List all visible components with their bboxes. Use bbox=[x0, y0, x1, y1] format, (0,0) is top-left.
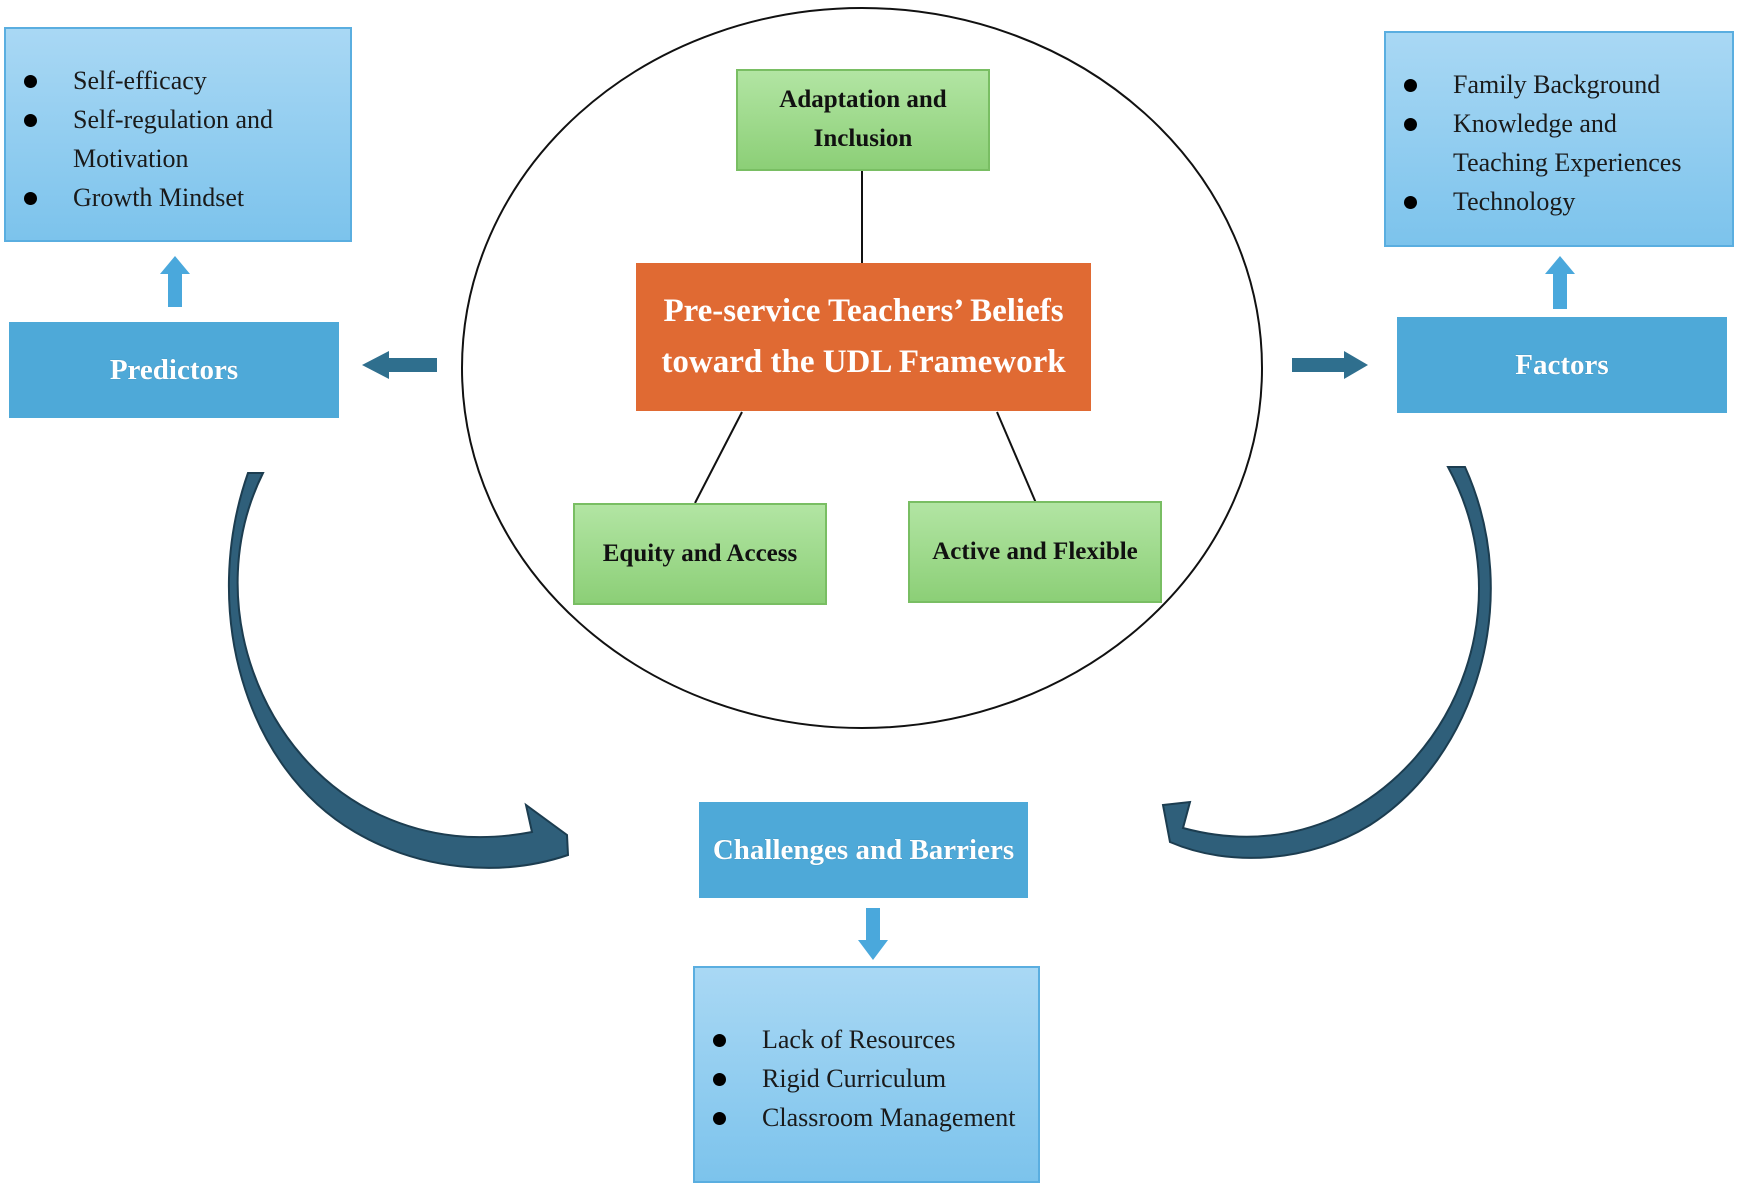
factors-label: Factors bbox=[1515, 348, 1609, 381]
equity-access-box: Equity and Access bbox=[573, 503, 827, 605]
curved-arrow-left bbox=[227, 472, 570, 869]
challenges-box: Challenges and Barriers bbox=[699, 802, 1028, 898]
list-item: Growth Mindset bbox=[6, 178, 350, 217]
predictors-label: Predictors bbox=[109, 353, 239, 386]
challenges-list: Lack of Resources Rigid Curriculum Class… bbox=[695, 1020, 1038, 1137]
list-item: Knowledge and bbox=[1386, 104, 1732, 143]
bullet-icon bbox=[1404, 118, 1417, 131]
predictors-list-box: Self-efficacy Self-regulation and Motiva… bbox=[4, 27, 352, 242]
connector-left bbox=[694, 411, 743, 504]
central-title-line1: Pre-service Teachers’ Beliefs bbox=[663, 292, 1064, 329]
challenges-list-box: Lack of Resources Rigid Curriculum Class… bbox=[693, 966, 1040, 1183]
list-item: Classroom Management bbox=[695, 1098, 1038, 1137]
list-item: Rigid Curriculum bbox=[695, 1059, 1038, 1098]
factors-list: Family Background Knowledge and Teaching… bbox=[1386, 65, 1732, 221]
central-title-line2: toward the UDL Framework bbox=[661, 344, 1066, 380]
factors-list-box: Family Background Knowledge and Teaching… bbox=[1384, 31, 1734, 247]
bullet-icon bbox=[24, 75, 37, 88]
challenges-label: Challenges and Barriers bbox=[712, 833, 1015, 866]
bullet-icon bbox=[713, 1112, 726, 1125]
list-item: Family Background bbox=[1386, 65, 1732, 104]
bullet-icon bbox=[24, 114, 37, 127]
bullet-icon bbox=[1404, 196, 1417, 209]
list-item: Self-regulation and bbox=[6, 100, 350, 139]
arrow-left-to-predictors bbox=[362, 351, 437, 379]
bullet-icon bbox=[1404, 79, 1417, 92]
adaptation-line1: Adaptation and bbox=[779, 86, 947, 114]
adaptation-line2: Inclusion bbox=[813, 125, 913, 152]
list-item: Self-efficacy bbox=[6, 61, 350, 100]
bullet-icon bbox=[24, 192, 37, 205]
active-flexible-box: Active and Flexible bbox=[908, 501, 1162, 603]
connector-right bbox=[996, 411, 1037, 504]
list-item: Teaching Experiences bbox=[1453, 148, 1682, 177]
bullet-icon bbox=[713, 1034, 726, 1047]
factors-box: Factors bbox=[1397, 317, 1727, 413]
list-item: Motivation bbox=[73, 144, 189, 173]
list-item: Lack of Resources bbox=[695, 1020, 1038, 1059]
predictors-list: Self-efficacy Self-regulation and Motiva… bbox=[6, 61, 350, 217]
predictors-box: Predictors bbox=[9, 322, 339, 418]
adaptation-inclusion-box: Adaptation and Inclusion bbox=[736, 69, 990, 171]
curved-arrow-right bbox=[1161, 466, 1492, 859]
arrow-right-to-factors bbox=[1292, 351, 1368, 379]
list-item: Technology bbox=[1386, 182, 1732, 221]
arrow-up-predictors bbox=[160, 256, 190, 307]
equity-access-label: Equity and Access bbox=[602, 539, 798, 567]
active-flexible-label: Active and Flexible bbox=[932, 537, 1138, 565]
arrow-up-factors bbox=[1545, 256, 1575, 309]
central-ellipse bbox=[461, 7, 1263, 729]
bullet-icon bbox=[713, 1073, 726, 1086]
arrow-down-challenges bbox=[858, 908, 888, 960]
central-beliefs-box: Pre-service Teachers’ Beliefs toward the… bbox=[636, 263, 1091, 411]
